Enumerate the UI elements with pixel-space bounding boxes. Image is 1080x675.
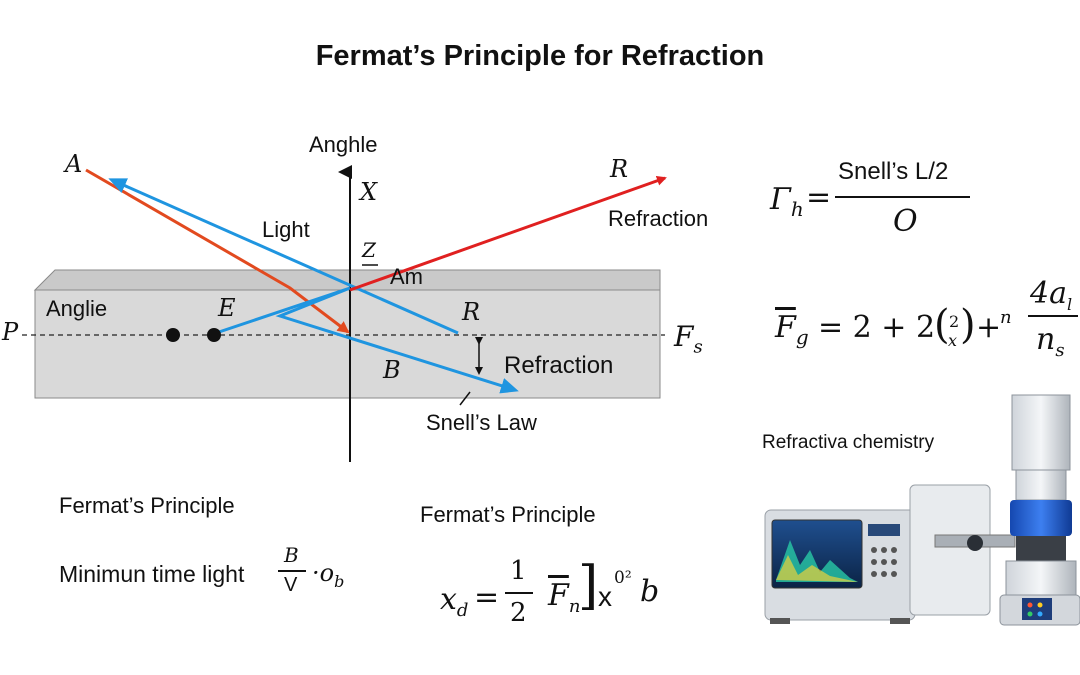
slab-top-face <box>33 269 661 291</box>
label-a: A <box>65 150 83 178</box>
label-refraction-top: Refraction <box>608 206 709 231</box>
eq1-lhs: Γh <box>770 182 804 221</box>
label-anghle: Anghle <box>309 132 378 157</box>
eq3-lhs: xd <box>440 582 469 621</box>
label-b: B <box>383 356 401 384</box>
red-refraction-ray <box>349 175 667 292</box>
eq1-denominator: O <box>893 204 918 239</box>
label-refraction-mid: Refraction <box>504 352 614 379</box>
eq2-denominator: ns <box>1036 322 1065 361</box>
label-e: E <box>218 294 236 322</box>
eq2-numerator: 4al <box>1030 276 1073 314</box>
eq3-half-den: 2 <box>510 598 527 628</box>
slab-front-face <box>34 289 661 399</box>
point-dot-1 <box>166 328 180 342</box>
left-heading: Fermat’s Principle <box>59 493 235 518</box>
middle-heading: Fermat’s Principle <box>420 502 596 527</box>
label-snells-law: Snell’s Law <box>426 410 537 435</box>
page-title: Fermat’s Principle for Refraction <box>315 40 765 72</box>
frac-v-denominator: V <box>284 574 298 596</box>
label-r-top: R <box>610 155 629 183</box>
eq1-numerator: Snell’s L/2 <box>838 158 949 185</box>
eq2-lhs: Fg <box>775 310 809 349</box>
eq3-fn: Fn <box>548 578 581 617</box>
label-z: Z <box>362 238 376 262</box>
tail-ob: ·ob <box>312 559 345 591</box>
instrument-caption: Refractiva chemistry <box>762 432 935 453</box>
label-r-mid: R <box>462 298 481 326</box>
eq3-half-num: 1 <box>510 556 527 586</box>
eq2-body: = 2 + 2 <box>818 310 936 345</box>
minimum-time-text: Minimun time light <box>59 561 245 587</box>
incident-ray <box>85 168 350 334</box>
eq1-equals: = <box>806 180 832 215</box>
reflected-blue-ray <box>108 178 459 335</box>
label-p: P <box>2 318 19 346</box>
label-x-axis: X <box>360 178 378 206</box>
label-anglie: Anglie <box>46 296 108 321</box>
label-light: Light <box>262 217 310 242</box>
frac-b-numerator: B <box>284 543 299 567</box>
point-dot-2 <box>207 328 221 342</box>
refractometer-instrument-image <box>764 394 1080 626</box>
label-fs: Fs <box>674 320 703 358</box>
refracted-blue-ray <box>212 286 519 394</box>
label-am: Am <box>390 264 423 289</box>
